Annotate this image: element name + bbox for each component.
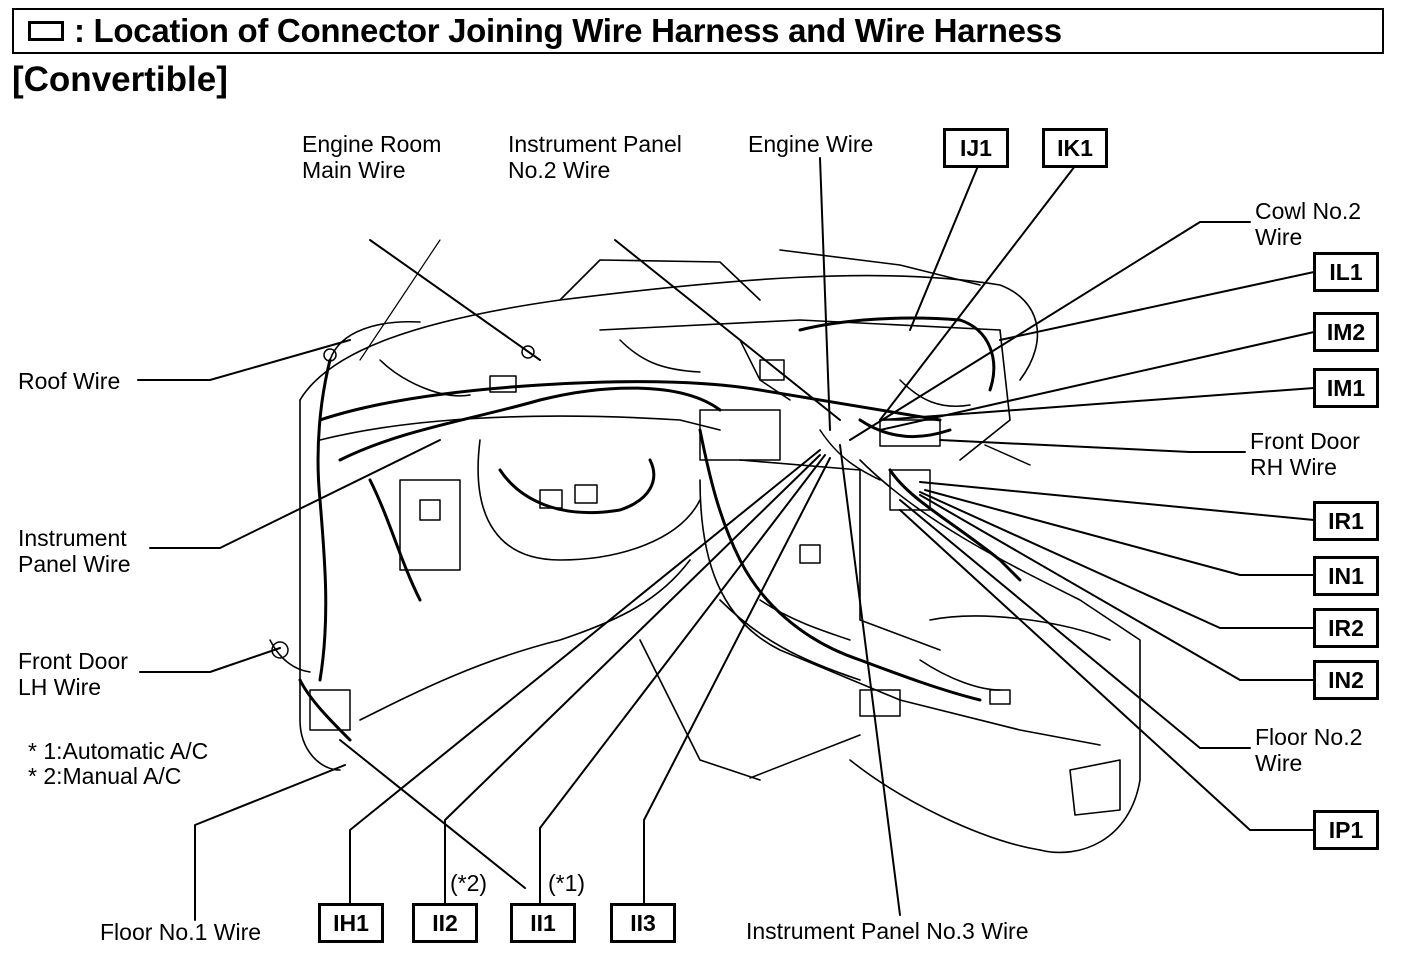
footnote-mark-ii1: (*1)	[548, 870, 586, 896]
footnote-manual-ac: * 2:Manual A/C	[28, 763, 182, 789]
leader-lines	[137, 157, 1315, 921]
connector-code-ii1: II1	[510, 903, 576, 943]
front-door-lh-wire-label: Front Door LH Wire	[18, 648, 128, 700]
floor-no2-wire-label: Floor No.2 Wire	[1255, 724, 1363, 776]
connector-code-ii2: II2	[412, 903, 478, 943]
footnote-mark-ii2: (*2)	[450, 870, 488, 896]
connector-code-im2: IM2	[1313, 312, 1379, 352]
connector-code-ij1: IJ1	[943, 128, 1009, 168]
cowl-no2-wire-label: Cowl No.2 Wire	[1255, 198, 1362, 250]
connector-code-il1: IL1	[1313, 252, 1379, 292]
floor-no1-wire-label: Floor No.1 Wire	[100, 919, 262, 945]
connector-code-in2: IN2	[1313, 660, 1379, 700]
connector-code-ih1: IH1	[318, 903, 384, 943]
instrument-panel-no2-wire-label: Instrument Panel No.2 Wire	[508, 131, 682, 183]
connector-code-ir2: IR2	[1313, 608, 1379, 648]
instrument-panel-wire-label: Instrument Panel Wire	[18, 525, 131, 577]
wire-harness-detail	[269, 339, 1031, 779]
page-subtitle: [Convertible]	[12, 60, 228, 99]
dashboard-outline	[299, 239, 1141, 854]
connector-symbol-icon	[28, 21, 64, 41]
connector-code-ip1: IP1	[1313, 810, 1379, 850]
footnote-automatic-ac: * 1:Automatic A/C	[28, 738, 209, 764]
connector-blocks	[271, 345, 1011, 731]
connector-code-ik1: IK1	[1042, 128, 1108, 168]
connector-code-ir1: IR1	[1313, 501, 1379, 541]
instrument-panel-no3-wire-label: Instrument Panel No.3 Wire	[746, 918, 1029, 944]
wire-harness-bundles	[298, 316, 1022, 742]
connector-code-ii3: II3	[610, 903, 676, 943]
connector-code-im1: IM1	[1313, 368, 1379, 408]
title-box: : Location of Connector Joining Wire Har…	[12, 8, 1384, 54]
front-door-rh-wire-label: Front Door RH Wire	[1250, 428, 1360, 480]
engine-room-main-wire-label: Engine Room Main Wire	[302, 131, 442, 183]
connector-code-in1: IN1	[1313, 556, 1379, 596]
roof-wire-label: Roof Wire	[18, 368, 121, 394]
engine-wire-label: Engine Wire	[748, 131, 874, 157]
page-title: : Location of Connector Joining Wire Har…	[74, 12, 1062, 49]
